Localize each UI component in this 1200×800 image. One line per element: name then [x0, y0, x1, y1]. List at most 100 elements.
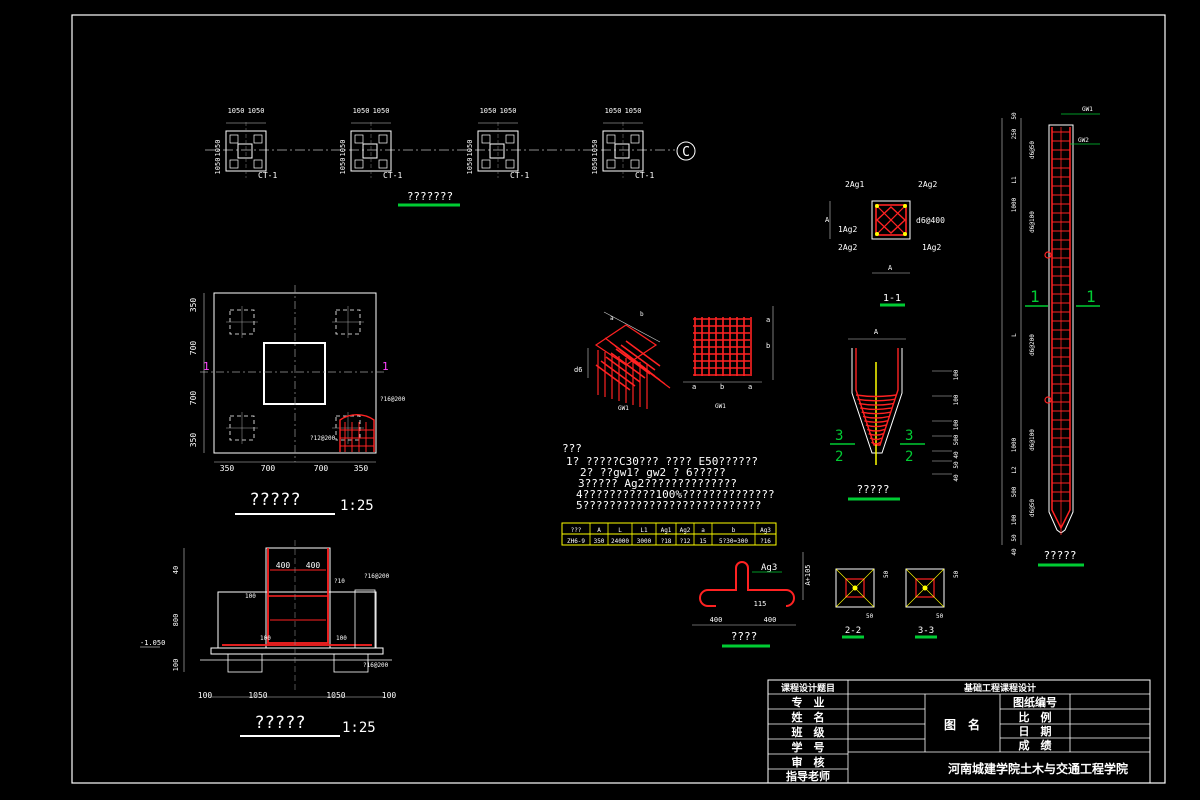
cap-plan-dim-bottom-3: 700 — [314, 464, 329, 473]
cap-rebar-note-b: ?12@200 — [310, 435, 336, 442]
plan-cap-tag: CT-1 — [635, 171, 654, 180]
plan-dim-side-b: 1050 — [466, 158, 474, 175]
note-line-4: 4???????????100%?????????????? — [576, 488, 775, 501]
table-header-8: Ag3 — [760, 527, 771, 534]
tip-dim-right-1: 100 — [953, 369, 960, 380]
s22-dim-bottom: 50 — [866, 613, 874, 620]
cap-section-dim-bottom-4: 100 — [382, 691, 397, 700]
pile-spacing-5: d6@50 — [1029, 499, 1036, 517]
mesh-tag: GW1 — [715, 403, 726, 410]
table-header-1: A — [597, 527, 601, 534]
s11-label-6: d6@400 — [916, 216, 945, 225]
pile-dim-4: 1000 — [1011, 197, 1018, 212]
tb-row-grade: 成 绩 — [1019, 738, 1052, 752]
pile-dim-3: L1 — [1011, 176, 1018, 184]
cap-section-dim-bottom-2: 1050 — [248, 691, 267, 700]
mesh-dim-b1: b — [720, 383, 724, 391]
cap-plan-dim-left-4: 350 — [189, 433, 198, 448]
s33-dim-bottom: 50 — [936, 613, 944, 620]
plan-cap-tag: CT-1 — [258, 171, 277, 180]
rebar-mesh: GW1 b a a b a — [683, 306, 774, 410]
tb-drawing-label: 图 名 — [944, 717, 980, 732]
plan-dim-side-b: 1050 — [214, 158, 222, 175]
plan-dim-side-a: 1050 — [339, 140, 347, 157]
s22-dim-right: 50 — [883, 570, 890, 578]
pile-spacing-3: d6@200 — [1029, 334, 1036, 356]
plan-dim-top-b: 1050 — [373, 107, 390, 115]
tip-dim-right-5: 40 — [953, 451, 960, 459]
table-cell-1: 350 — [594, 538, 605, 545]
plan-cap-tag: CT-1 — [383, 171, 402, 180]
tb-project-name: 基础工程课程设计 — [963, 682, 1036, 694]
cap-plan-scale: 1:25 — [340, 498, 374, 514]
cap-rebar-note-a: ?16@200 — [380, 396, 406, 403]
cap-section-level: -1.050 — [140, 639, 165, 647]
table-cell-7: 5?30=300 — [719, 538, 748, 545]
tip-dim-right-4: 500 — [953, 434, 960, 445]
cage-dim-a: a — [610, 315, 614, 322]
tb-row-review: 审 核 — [792, 755, 825, 769]
s33-dim-right: 50 — [953, 570, 960, 578]
tip-mark-left-top: 3 — [835, 428, 843, 444]
cap-section-dim-left-3: 100 — [172, 659, 180, 672]
s11-dim-a-bottom: A — [888, 264, 893, 272]
notes-heading: ??? — [562, 442, 582, 455]
hook-label: Ag3 — [761, 563, 777, 573]
s11-dim-a-left: A — [825, 216, 830, 224]
table-header-5: Ag2 — [680, 527, 691, 534]
cap-pile-3 — [226, 412, 258, 444]
s22-title: 2-2 — [845, 626, 861, 636]
pile-spacing-1: d6@50 — [1029, 141, 1036, 159]
tip-mark-right-top: 3 — [905, 428, 913, 444]
table-cell-5: ?12 — [680, 538, 691, 545]
s11-label-4: 1Ag2 — [922, 243, 941, 252]
s11-label-2: 2Ag2 — [918, 180, 937, 189]
mesh-dim-a2: a — [748, 383, 752, 391]
cap-plan-title: ????? — [249, 490, 300, 510]
cap-section-note-c: ?10 — [334, 578, 345, 585]
plan-dim-side-a: 1050 — [214, 140, 222, 157]
pile-spacing-4: d6@100 — [1029, 429, 1036, 451]
table-cell-2: 24000 — [611, 538, 629, 545]
section-mark-left: 1 — [203, 360, 210, 373]
plan-dim-side-b: 1050 — [591, 158, 599, 175]
hook-title: ???? — [731, 630, 758, 643]
table-header-0: ??? — [571, 527, 582, 534]
plan-dim-top-a: 1050 — [228, 107, 245, 115]
section-3-3: 50 50 3-3 — [905, 568, 960, 639]
cap-plan-dim-bottom-4: 350 — [354, 464, 369, 473]
mesh-dim-a3: a — [766, 316, 770, 324]
cap-plan-dim-left-2: 700 — [189, 341, 198, 356]
hook-detail: Ag3 400 400 115 A+105 ???? — [692, 552, 812, 648]
cap-section-dim-bottom-1: 100 — [198, 691, 213, 700]
pile-dim-10: 50 — [1011, 534, 1018, 542]
table-header-6: a — [701, 527, 705, 534]
cap-pile-1 — [226, 306, 258, 338]
note-line-2: 2? ??gw1? gw2 ? 6????? — [580, 466, 726, 479]
tb-row-drawing-no: 图纸编号 — [1013, 695, 1057, 709]
pile-dim-1: 50 — [1011, 112, 1018, 120]
cap-section-scale: 1:25 — [342, 720, 376, 736]
pile-dim-11: 40 — [1011, 548, 1018, 556]
cap-plan-dim-left-3: 700 — [189, 391, 198, 406]
mesh-dim-b2: b — [766, 342, 770, 350]
axis-bubble — [676, 141, 696, 161]
plan-dim-side-a: 1050 — [591, 140, 599, 157]
tip-dim-right-7: 40 — [953, 474, 960, 482]
cap-section-dim-a: 100 — [245, 593, 256, 600]
tip-title: ????? — [856, 483, 889, 496]
pile-dim-2: 250 — [1011, 128, 1018, 139]
note-line-1: 1? ?????C30??? ???? E50?????? — [566, 455, 758, 468]
tb-row-date: 日 期 — [1019, 724, 1052, 738]
table-cell-4: ?18 — [661, 538, 672, 545]
pile-dim-6: 1000 — [1011, 437, 1018, 452]
pile-dim-8: 500 — [1011, 486, 1018, 497]
tip-dim-right-6: 50 — [953, 461, 960, 469]
s11-label-1: 2Ag1 — [845, 180, 864, 189]
pile-section-mark-right: 1 — [1086, 287, 1096, 306]
pile-dim-9: 100 — [1011, 514, 1018, 525]
cage-dim-b: b — [640, 311, 644, 318]
